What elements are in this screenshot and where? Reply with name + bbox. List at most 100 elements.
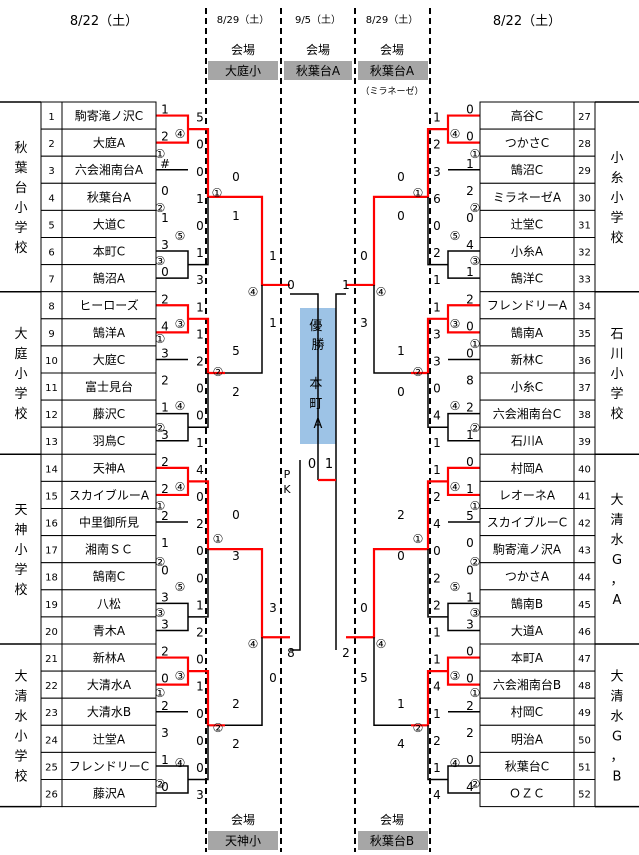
match-number-label: ②: [413, 365, 424, 379]
score-label: 0: [161, 563, 169, 577]
score-label: 1: [433, 111, 441, 125]
score-label: 6: [433, 192, 441, 206]
team-number: 4: [48, 193, 54, 204]
venue-box-bottom-left: [208, 831, 278, 850]
score-label: 1: [269, 316, 277, 330]
venue-final: 秋葉台A: [296, 63, 341, 78]
team-name: 小糸A: [511, 245, 544, 259]
team-number: 34: [578, 302, 591, 313]
score-label: 1: [466, 265, 474, 279]
score-label: 0: [466, 672, 474, 686]
bracket-line: [427, 196, 448, 266]
match-number-label: ①: [155, 147, 166, 161]
score-label: 2: [466, 699, 474, 713]
venue-box-round3-left: [208, 61, 278, 80]
score-label: 0: [196, 219, 204, 233]
score-label: 2: [232, 737, 240, 751]
score-label: 5: [466, 509, 474, 523]
score-label: 0: [196, 734, 204, 748]
team-name-cell: [61, 697, 157, 726]
score-label: 4: [433, 409, 441, 423]
score-label: 0: [196, 653, 204, 667]
team-name: フレンドリーC: [69, 759, 149, 773]
score-label: 1: [433, 761, 441, 775]
winner-path: [188, 669, 225, 727]
team-name: 辻堂C: [511, 217, 543, 231]
bracket-line: [335, 293, 346, 650]
score-label: 2: [196, 354, 204, 368]
score-label: 2: [433, 138, 441, 152]
team-number: 45: [578, 600, 591, 611]
match-number-label: ④: [175, 480, 186, 494]
team-name: 天神A: [93, 461, 126, 475]
team-name: 鵠南A: [511, 325, 544, 340]
team-number: 10: [45, 356, 58, 367]
match-number-label: ④: [450, 127, 461, 141]
team-number: 12: [45, 410, 58, 421]
team-number: 8: [48, 302, 54, 313]
team-name-cell: [61, 480, 157, 509]
score-label: 2: [433, 571, 441, 585]
team-number: 36: [578, 356, 591, 367]
team-name-cell: [61, 562, 157, 591]
team-number: 24: [45, 735, 58, 746]
score-label: 2: [161, 292, 169, 306]
team-name: 大道A: [511, 624, 544, 638]
score-label: 2: [161, 509, 169, 523]
score-label: 4: [433, 517, 441, 531]
team-number: 27: [578, 112, 591, 123]
school-group-name: 大庭小学校: [14, 327, 27, 422]
team-name-cell: [479, 237, 575, 266]
score-label: 0: [397, 209, 405, 223]
team-name-cell: [61, 589, 157, 618]
score-label: 0: [196, 571, 204, 585]
team-number: 31: [578, 220, 591, 231]
match-number-label: ①: [470, 337, 481, 351]
score-label: 0: [466, 455, 474, 469]
team-name: 秋葉台C: [505, 758, 549, 773]
score-label: 1: [161, 401, 169, 415]
bracket-line: [290, 460, 301, 651]
score-label: 1: [269, 249, 277, 263]
score-label: 0: [269, 671, 277, 685]
school-group-name: 小糸小学校: [610, 151, 623, 246]
team-name-cell: [61, 345, 157, 374]
score-label: 0: [232, 508, 240, 522]
team-name-cell: [479, 291, 575, 320]
score-label: 0: [466, 645, 474, 659]
score-label: 1: [196, 300, 204, 314]
team-name-cell: [61, 291, 157, 320]
score-label: 1: [466, 482, 474, 496]
score-label: 2: [196, 625, 204, 639]
team-name-cell: [479, 508, 575, 537]
score-label: 0: [196, 382, 204, 396]
team-number: 37: [578, 383, 591, 394]
team-number: 50: [578, 735, 591, 746]
team-name: 湘南ＳＣ: [85, 542, 133, 557]
team-number: 23: [45, 708, 58, 719]
final-score-left: 0: [308, 457, 316, 472]
team-name: つかさC: [505, 136, 549, 150]
team-number: 13: [45, 437, 58, 448]
team-name-cell: [479, 643, 575, 672]
team-number: 6: [48, 248, 54, 259]
team-name-cell: [479, 589, 575, 618]
team-number: 14: [45, 464, 58, 475]
match-number-label: ①: [470, 147, 481, 161]
venue-round3-right-note: （ミラネーゼ）: [360, 85, 423, 97]
bracket-line: [427, 725, 448, 781]
team-name-cell: [61, 182, 157, 211]
team-name-cell: [479, 399, 575, 428]
winner-path: [188, 317, 225, 375]
match-number-label: ⑤: [175, 229, 186, 243]
score-label: 0: [287, 278, 295, 292]
score-label: 1: [466, 157, 474, 171]
score-label: 2: [397, 508, 405, 522]
winner-path: [225, 195, 290, 287]
team-number: 3: [48, 166, 54, 177]
bracket-line: [225, 637, 263, 727]
team-name-cell: [479, 372, 575, 401]
score-label: 8: [287, 646, 295, 660]
team-name: 大清水B: [87, 705, 131, 719]
score-label: 1: [342, 278, 350, 292]
